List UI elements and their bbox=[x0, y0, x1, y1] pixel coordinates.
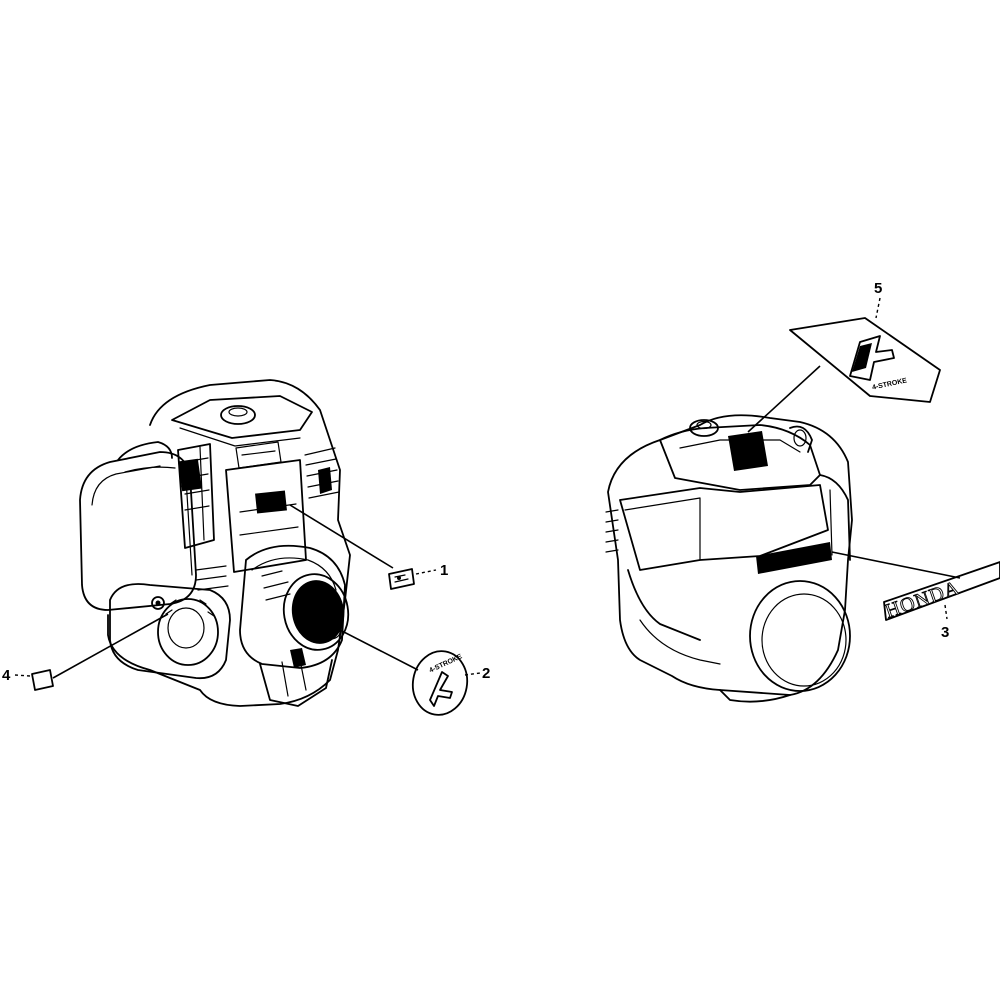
part-2-decal[interactable]: 4-STROKE bbox=[408, 647, 472, 719]
decal-5-placement bbox=[728, 431, 768, 471]
decal-2-text: 4-STROKE bbox=[428, 653, 463, 674]
starter-disc-decal-2-placement bbox=[291, 580, 345, 644]
leader-dash-2 bbox=[464, 672, 481, 676]
leader-dash-4 bbox=[14, 674, 31, 677]
leader-line-5 bbox=[747, 365, 821, 433]
leader-line-2 bbox=[339, 629, 419, 671]
callout-4: 4 bbox=[2, 667, 11, 684]
callout-2: 2 bbox=[482, 665, 490, 682]
leader-line-1 bbox=[289, 504, 394, 569]
honda-logo-text: HONDA bbox=[882, 577, 962, 623]
leader-dash-3 bbox=[944, 604, 948, 620]
part-4-decal[interactable] bbox=[31, 669, 54, 691]
part-3-decal[interactable]: HONDA bbox=[882, 561, 1000, 623]
callout-5: 5 bbox=[874, 280, 882, 297]
engine-cover bbox=[605, 414, 853, 703]
decal-1-placement bbox=[255, 490, 287, 514]
part-1-decal[interactable] bbox=[388, 568, 415, 590]
part-5-decal[interactable]: 4-STROKE bbox=[789, 317, 941, 403]
decal-3-placement bbox=[756, 542, 832, 574]
callout-3: 3 bbox=[941, 624, 949, 641]
callout-1: 1 bbox=[440, 562, 448, 579]
leader-line-4 bbox=[52, 613, 169, 679]
leader-dash-5 bbox=[875, 297, 881, 319]
engine-assembly bbox=[79, 379, 351, 707]
leader-line-3 bbox=[831, 551, 961, 579]
leader-dash-1 bbox=[415, 569, 437, 575]
decal-5-text: 4-STROKE bbox=[872, 377, 908, 391]
